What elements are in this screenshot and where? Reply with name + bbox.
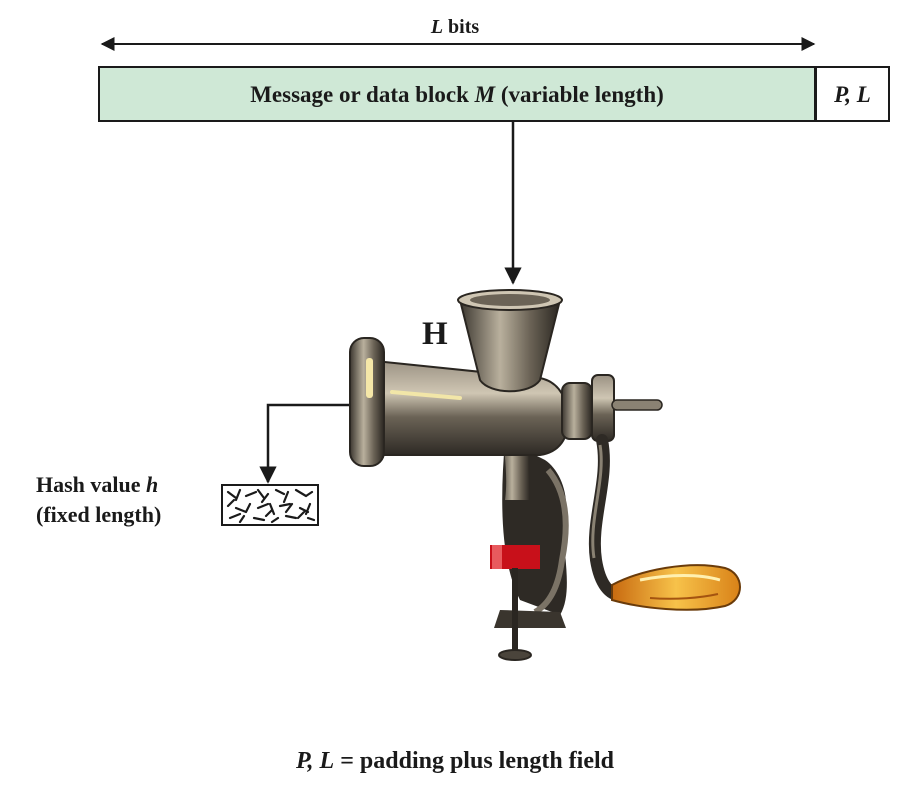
meat-grinder-icon xyxy=(349,289,741,661)
message-block-label: Message or data block M (variable length… xyxy=(98,82,816,108)
length-var: L xyxy=(430,16,444,38)
message-prefix: Message or data block xyxy=(250,82,475,107)
hash-value-var: h xyxy=(146,472,159,497)
hash-value-label: Hash value h xyxy=(36,472,158,498)
hash-pattern-icon xyxy=(221,484,319,526)
hash-value-box xyxy=(222,485,318,525)
padding-length-label: P, L xyxy=(834,82,871,107)
message-block xyxy=(98,66,816,122)
message-suffix: (variable length) xyxy=(495,82,664,107)
footnote-text: = padding plus length field xyxy=(334,748,614,774)
output-arrow xyxy=(259,403,352,484)
message-var: M xyxy=(474,82,496,107)
padding-length-cell xyxy=(815,66,890,122)
length-span-label: L bits xyxy=(0,16,910,39)
hash-length-label: (fixed length) xyxy=(36,502,162,527)
hash-function-label: H xyxy=(422,316,448,352)
footnote: P, L = padding plus length field xyxy=(0,748,910,775)
hash-value-prefix: Hash value xyxy=(36,472,147,497)
footnote-var: P, L xyxy=(295,748,335,774)
length-unit: bits xyxy=(443,16,480,38)
